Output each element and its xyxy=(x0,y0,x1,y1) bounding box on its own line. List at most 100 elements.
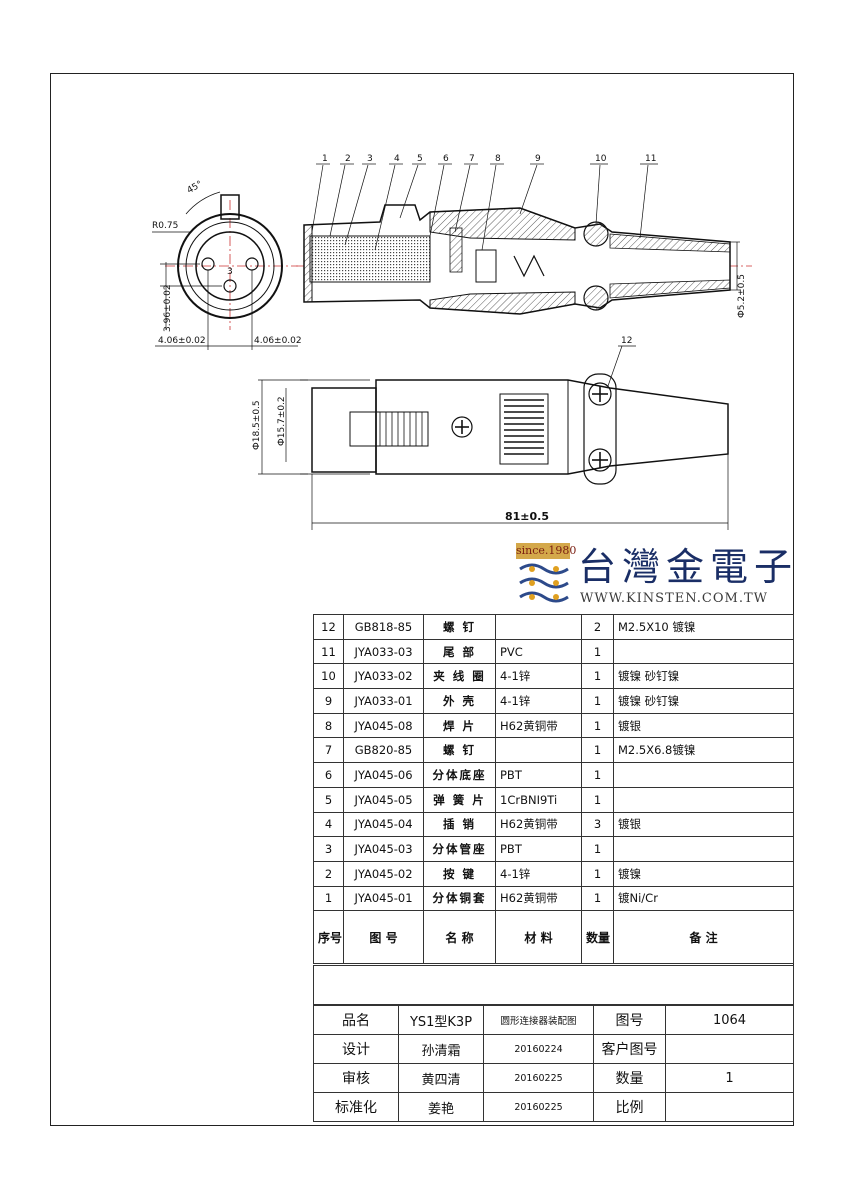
part-note: 镀镍 xyxy=(613,860,794,887)
part-name: 分体管座 xyxy=(423,836,496,862)
part-material: 4-1锌 xyxy=(495,688,582,714)
part-name: 分体铜套 xyxy=(423,885,496,912)
header-name: 名 称 xyxy=(423,910,496,965)
part-note: 镀银 xyxy=(613,712,794,739)
part-no: 5 xyxy=(313,786,344,813)
part-qty: 1 xyxy=(581,638,614,665)
balloon-10: 10 xyxy=(595,154,607,164)
product-label: 品名 xyxy=(313,1005,399,1035)
product-description: 圆形连接器装配图 xyxy=(483,1005,594,1035)
end-view-pin-number: 3 xyxy=(227,267,233,277)
part-code: GB818-85 xyxy=(343,614,424,640)
end-view: 3 45° R0.75 3.96±0.02 4.06±0.02 4.06±0.0… xyxy=(152,179,302,350)
total-length-dim: 81±0.5 xyxy=(505,510,549,523)
part-no: 4 xyxy=(313,811,344,838)
part-no: 11 xyxy=(313,638,344,665)
part-no: 1 xyxy=(313,885,344,912)
balloon-12: 12 xyxy=(621,336,632,346)
part-no: 3 xyxy=(313,836,344,862)
part-qty: 1 xyxy=(581,786,614,813)
design-label: 设计 xyxy=(313,1034,399,1064)
logo-since-badge: since.1980 xyxy=(516,543,577,559)
part-no: 7 xyxy=(313,737,344,764)
part-note: 镀镍 砂钉镍 xyxy=(613,688,794,714)
balloon-6: 6 xyxy=(443,154,449,164)
balloon-1: 1 xyxy=(322,154,328,164)
review-label: 审核 xyxy=(313,1063,399,1093)
parts-table-header: 序号 图 号 名 称 材 料 数量 备 注 xyxy=(313,910,794,965)
part-note xyxy=(613,786,794,813)
scale-value xyxy=(665,1092,794,1122)
part-no: 2 xyxy=(313,860,344,887)
part-note: 镀镍 砂钉镍 xyxy=(613,663,794,690)
part-code: JYA045-05 xyxy=(343,786,424,813)
part-note xyxy=(613,836,794,862)
part-no: 8 xyxy=(313,712,344,739)
balloon-3: 3 xyxy=(367,154,373,164)
part-code: GB820-85 xyxy=(343,737,424,764)
part-qty: 1 xyxy=(581,836,614,862)
part-code: JYA045-04 xyxy=(343,811,424,838)
part-no: 12 xyxy=(313,614,344,640)
part-name: 螺 钉 xyxy=(423,737,496,764)
outside-view: 12 Ф18.5±0.5 Ф15.7±0.2 81±0.5 xyxy=(252,336,729,530)
review-date: 20160225 xyxy=(483,1063,594,1093)
part-no: 6 xyxy=(313,762,344,788)
part-code: JYA033-02 xyxy=(343,663,424,690)
part-material: H62黄铜带 xyxy=(495,885,582,912)
company-logo: since.1980 台灣金電子 WWW.KINSTEN.COM.TW xyxy=(516,543,792,613)
designer-name: 孙清霜 xyxy=(398,1034,484,1064)
part-qty: 1 xyxy=(581,712,614,739)
scale-label: 比例 xyxy=(593,1092,666,1122)
part-material: PVC xyxy=(495,638,582,665)
product-value: YS1型K3P xyxy=(398,1005,484,1035)
balloon-9: 9 xyxy=(535,154,541,164)
part-name: 螺 钉 xyxy=(423,614,496,640)
part-qty: 1 xyxy=(581,737,614,764)
part-code: JYA045-02 xyxy=(343,860,424,887)
part-qty: 1 xyxy=(581,860,614,887)
part-no: 10 xyxy=(313,663,344,690)
part-code: JYA045-01 xyxy=(343,885,424,912)
part-qty: 3 xyxy=(581,811,614,838)
part-qty: 1 xyxy=(581,663,614,690)
part-material: PBT xyxy=(495,836,582,862)
part-code: JYA045-06 xyxy=(343,762,424,788)
part-name: 按 键 xyxy=(423,860,496,887)
blank-band xyxy=(313,965,794,1005)
balloon-11: 11 xyxy=(645,154,656,164)
balloon-5: 5 xyxy=(417,154,423,164)
radius-dim: R0.75 xyxy=(152,221,178,231)
part-note: 镀Ni/Cr xyxy=(613,885,794,912)
design-date: 20160224 xyxy=(483,1034,594,1064)
part-note: 镀银 xyxy=(613,811,794,838)
angle-dim: 45° xyxy=(186,179,205,196)
part-code: JYA033-03 xyxy=(343,638,424,665)
company-url: WWW.KINSTEN.COM.TW xyxy=(580,591,768,606)
customer-no xyxy=(665,1034,794,1064)
title-block: 品名 YS1型K3P 圆形连接器装配图 图号 1064 设计 孙清霜 20160… xyxy=(313,1005,794,1122)
part-material xyxy=(495,614,582,640)
header-no: 序号 xyxy=(313,910,344,965)
outer-diameter-dim: Ф18.5±0.5 xyxy=(252,400,262,450)
header-code: 图 号 xyxy=(343,910,424,965)
header-note: 备 注 xyxy=(613,910,794,965)
part-note: M2.5X10 镀镍 xyxy=(613,614,794,640)
drawing-frame xyxy=(50,73,794,1126)
part-code: JYA045-03 xyxy=(343,836,424,862)
part-code: JYA033-01 xyxy=(343,688,424,714)
inner-diameter-dim: Ф15.7±0.2 xyxy=(277,396,287,446)
part-note: M2.5X6.8镀镍 xyxy=(613,737,794,764)
pin-offset-vertical-dim: 3.96±0.02 xyxy=(163,284,173,332)
cable-diameter-dim: Ф5.2±0.5 xyxy=(737,274,747,318)
part-no: 9 xyxy=(313,688,344,714)
part-note xyxy=(613,762,794,788)
